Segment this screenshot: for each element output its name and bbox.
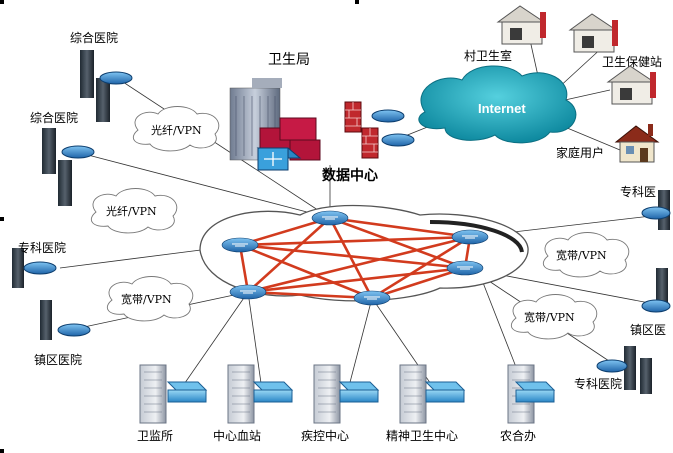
- health-supervision-label: 卫监所: [137, 429, 173, 443]
- health-bureau-label: 卫生局: [268, 52, 310, 68]
- general-hospital-2-label: 综合医院: [30, 110, 78, 125]
- firewall-icon: [344, 101, 362, 133]
- core-router-left: [221, 237, 259, 253]
- clinic-house-icon: [606, 65, 656, 105]
- internet-cloud: [418, 65, 577, 144]
- vpn-cloud-broadband-right-top-label: 宽带/VPN: [556, 248, 607, 262]
- vpn-cloud-broadband-left: [106, 276, 194, 322]
- specialty-hospital-right-top-servers: [641, 190, 671, 230]
- blood-center-building: [227, 364, 294, 424]
- town-hospital-right-label: 镇区医: [630, 323, 666, 337]
- vpn-cloud-broadband-right-bottom: [510, 294, 598, 340]
- mental-health-center-building: [399, 364, 466, 424]
- core-router-right-top: [451, 229, 489, 245]
- vpn-cloud-broadband-left-label: 宽带/VPN: [121, 292, 172, 306]
- rural-coop-office-building: [507, 364, 556, 424]
- home-user-house-icon: [614, 124, 660, 163]
- health-station-label: 卫生保健站: [602, 55, 662, 69]
- home-user-label: 家庭用户: [556, 145, 604, 160]
- vpn-cloud-fiber-1-label: 光纤/VPN: [151, 123, 202, 137]
- vpn-cloud-broadband-right-top: [542, 232, 630, 278]
- vpn-cloud-fiber-2-label: 光纤/VPN: [106, 204, 157, 218]
- disease-control-building: [313, 364, 380, 424]
- village-clinic-label: 村卫生室: [464, 48, 512, 63]
- internet-label: Internet: [478, 101, 526, 116]
- core-router-bottom: [353, 290, 391, 306]
- data-center-label: 数据中心: [322, 167, 378, 184]
- core-router-right: [446, 260, 484, 276]
- frame-corner-marks: [0, 0, 359, 453]
- rural-coop-office-label: 农合办: [500, 428, 536, 443]
- core-router-bottom-left: [229, 284, 267, 300]
- specialty-hospital-right-top-label: 专科医: [620, 184, 656, 199]
- disease-control-label: 疾控中心: [301, 428, 349, 443]
- vpn-cloud-fiber-2: [90, 188, 178, 234]
- health-station-house-icon: [568, 13, 618, 53]
- blood-center-label: 中心血站: [213, 428, 261, 443]
- vpn-cloud-broadband-right-bottom-label: 宽带/VPN: [524, 310, 575, 324]
- general-hospital-1-label: 综合医院: [70, 30, 118, 45]
- specialty-hospital-right-bottom-label: 专科医院: [574, 376, 622, 391]
- edge-router-icon: [371, 109, 415, 147]
- core-switch-icon: [256, 117, 321, 171]
- town-hospital-right-servers: [641, 268, 671, 313]
- general-hospital-2-servers: [42, 128, 95, 206]
- specialty-hospital-left-label: 专科医院: [18, 240, 66, 255]
- specialty-hospital-left-servers: [12, 248, 57, 288]
- firewall-icon: [361, 127, 379, 159]
- town-hospital-left-label: 镇区医院: [34, 353, 82, 367]
- mental-health-center-label: 精神卫生中心: [386, 428, 458, 443]
- health-supervision-building: [139, 364, 208, 424]
- village-clinic-house-icon: [496, 5, 546, 45]
- core-mesh-links: [238, 216, 472, 300]
- specialty-hospital-right-bottom-servers: [596, 346, 652, 394]
- vpn-cloud-fiber-1: [132, 106, 220, 152]
- town-hospital-left-servers: [40, 300, 91, 340]
- general-hospital-1-servers: [80, 50, 133, 122]
- core-router-top: [311, 210, 349, 226]
